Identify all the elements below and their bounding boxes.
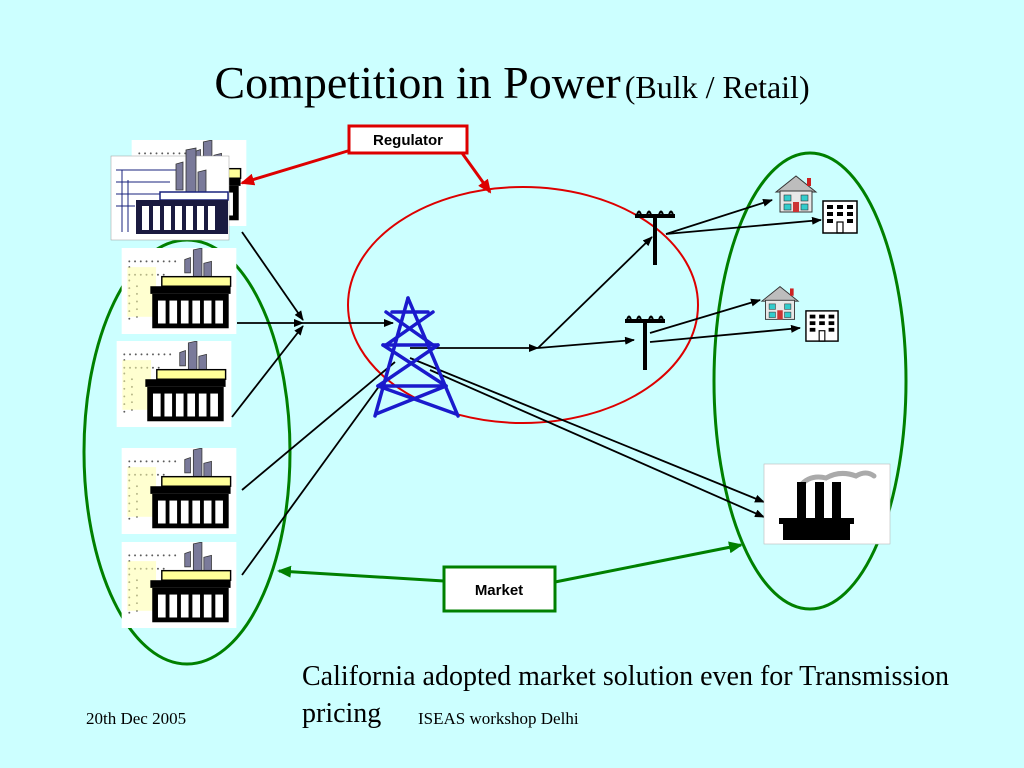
title-sub: (Bulk / Retail) <box>624 69 810 105</box>
house-icon <box>775 175 817 213</box>
utility-pole-icon <box>624 315 666 370</box>
office-building-icon <box>822 200 858 234</box>
market-label: Market <box>475 582 523 599</box>
generator-flow-arrow <box>241 231 304 321</box>
market-to-consumers-arrow <box>554 541 743 584</box>
regulator-box <box>347 124 469 155</box>
factory-flow-arrow <box>409 357 765 503</box>
market-box <box>442 565 557 613</box>
distribution-flow-arrow <box>537 336 635 349</box>
retail-flow-arrow <box>665 198 773 235</box>
generator-flow-line <box>241 361 396 491</box>
power-plant-icon <box>116 341 232 427</box>
footer-date: 20th Dec 2005 <box>86 709 187 728</box>
power-plant-icon <box>121 248 237 334</box>
retail-flow-arrow <box>649 298 761 334</box>
transmission-grid-ellipse <box>347 186 699 424</box>
slide-note: California adopted market solution even … <box>302 661 950 729</box>
regulator-label: Regulator <box>373 132 443 149</box>
retail-flow-arrow <box>665 216 822 235</box>
regulator-to-generators-arrow <box>240 148 352 186</box>
title-main: Competition in Power <box>214 57 621 108</box>
regulator-to-grid-arrow <box>460 152 492 194</box>
factory-flow-arrow <box>429 369 765 518</box>
house-icon <box>761 286 799 320</box>
transmission-tower-icon <box>373 296 460 418</box>
distribution-flow-arrow <box>537 236 653 349</box>
utility-pole-icon <box>634 210 676 265</box>
footer-event: ISEAS workshop Delhi <box>418 709 579 728</box>
power-plant-icon <box>110 140 247 241</box>
office-building-icon <box>805 310 839 342</box>
power-plant-icon <box>121 542 237 628</box>
generator-flow-line <box>241 384 381 576</box>
factory-icon <box>763 463 891 545</box>
power-plant-icon <box>121 448 237 534</box>
market-to-generators-arrow <box>277 565 445 583</box>
retail-flow-arrow <box>649 324 801 343</box>
slide-title: Competition in Power (Bulk / Retail) <box>0 56 1024 109</box>
generator-flow-arrow <box>231 325 304 418</box>
consumers-group-ellipse <box>712 151 908 611</box>
